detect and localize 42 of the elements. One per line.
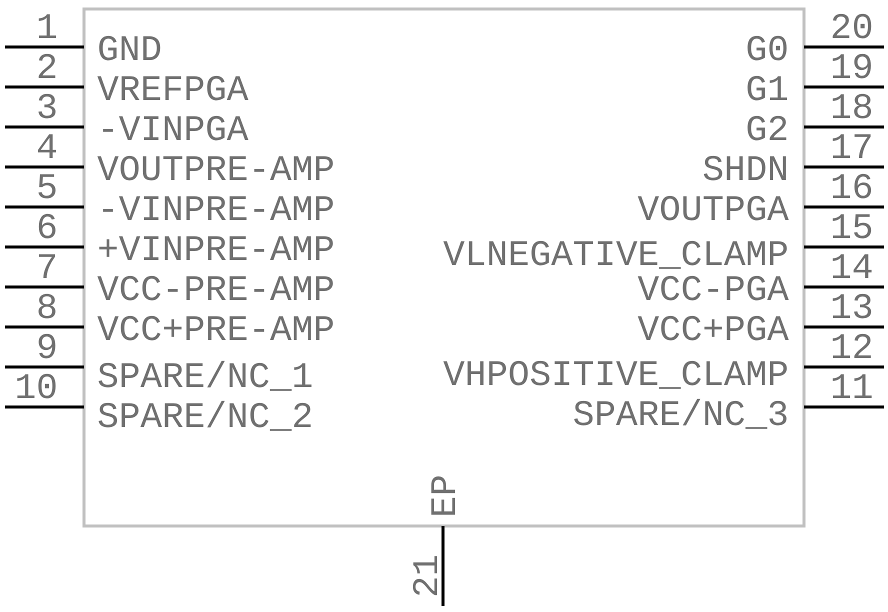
- pin-name: +VINPRE-AMP: [99, 236, 333, 260]
- pin-number: 21: [412, 556, 437, 596]
- pin-name: EP: [431, 476, 455, 515]
- pin-name: VLNEGATIVE_CLAMP: [443, 240, 787, 269]
- pin-number: 6: [38, 214, 56, 238]
- pin-name: SHDN: [704, 156, 786, 180]
- pin-number: 5: [38, 174, 56, 198]
- pin-name: VCC+PRE-AMP: [97, 316, 333, 340]
- pin-name: VCC+PGA: [638, 316, 789, 340]
- pin-number: 1: [38, 14, 56, 38]
- pin-number: 4: [38, 134, 56, 158]
- pin-number: 11: [832, 374, 872, 398]
- pin-number: 9: [38, 334, 56, 358]
- pin-name: VOUTPGA: [638, 196, 789, 220]
- pin-name: VCC-PRE-AMP: [97, 276, 333, 300]
- pin-number: 2: [38, 54, 56, 78]
- pin-name: VREFPGA: [97, 76, 248, 100]
- pin-number: 13: [832, 294, 872, 318]
- pin-number: 16: [832, 174, 872, 198]
- pin-name: SPARE/NC_2: [98, 400, 311, 431]
- pin-number: 8: [38, 294, 56, 318]
- pin-number: 17: [832, 134, 871, 158]
- pin-name: G1: [748, 76, 788, 100]
- pin-number: 15: [832, 214, 872, 238]
- pin-number: 18: [832, 94, 872, 118]
- pin-name: -VINPRE-AMP: [103, 196, 333, 220]
- pin-name: SPARE/NC_3: [574, 398, 786, 429]
- pin-name: VCC-PGA: [638, 276, 789, 300]
- pin-name: G2: [748, 116, 786, 140]
- pin-number: 14: [832, 254, 872, 278]
- pin-name: G0: [748, 36, 787, 60]
- pin-name: VHPOSITIVE_CLAMP: [443, 360, 787, 389]
- pin-number: 10: [17, 374, 56, 398]
- pin-number: 19: [832, 54, 871, 78]
- pin-name: SPARE/NC_1: [98, 360, 312, 391]
- pin-name: VOUTPRE-AMP: [97, 156, 333, 180]
- pin-number: 20: [832, 14, 872, 38]
- pin-name: -VINPGA: [103, 116, 248, 140]
- pin-name: GND: [99, 36, 160, 60]
- pin-number: 3: [38, 94, 56, 118]
- pin-number: 7: [38, 254, 55, 278]
- pin-number: 12: [832, 334, 871, 358]
